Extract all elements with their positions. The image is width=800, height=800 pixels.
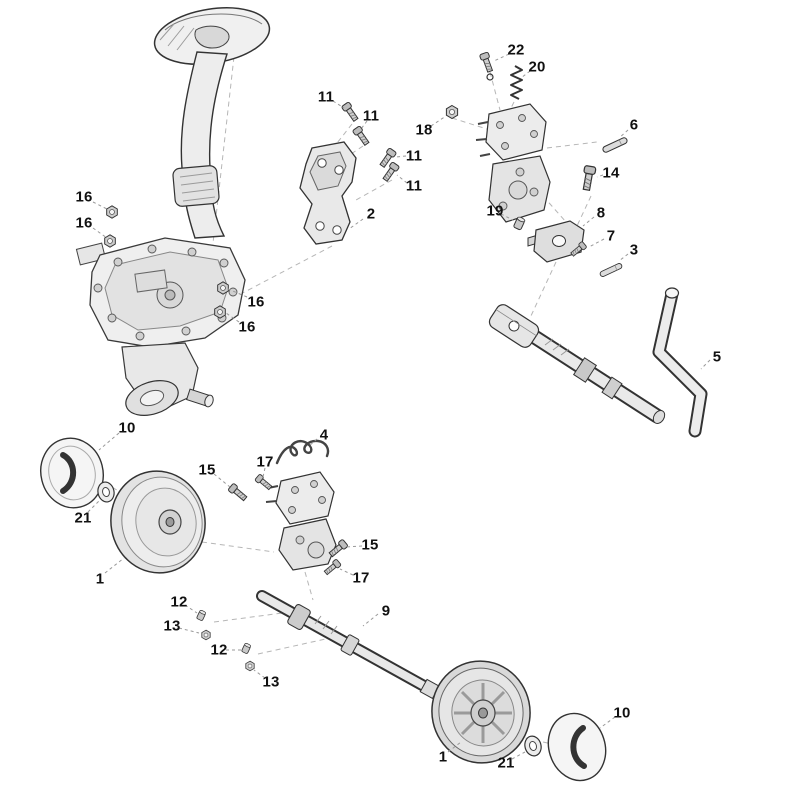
part-callout-16-d: 16 — [238, 318, 256, 336]
handle-grip — [153, 7, 271, 65]
part-callout-5: 5 — [712, 348, 722, 366]
assembly-axis-lines — [96, 29, 598, 745]
pin-3 — [598, 262, 624, 278]
part-callout-1-a: 1 — [95, 570, 105, 588]
part-callout-22: 22 — [507, 41, 525, 59]
part-callout-11-a: 11 — [317, 88, 335, 106]
spring-clip-4 — [275, 439, 330, 465]
part-callout-21-a: 21 — [74, 509, 92, 527]
part-callout-6: 6 — [629, 116, 639, 134]
nut-18 — [445, 105, 459, 119]
part-callout-10-a: 10 — [118, 419, 136, 437]
part-callout-8: 8 — [596, 204, 606, 222]
part-callout-12-b: 12 — [210, 641, 228, 659]
part-callout-9: 9 — [381, 602, 391, 620]
wheel-cap-left — [40, 437, 104, 509]
handle-mount-assembly — [475, 103, 551, 223]
part-callout-19: 19 — [486, 202, 504, 220]
spring-20 — [510, 65, 523, 100]
bolt-14 — [580, 164, 597, 192]
gearbox-housing — [75, 237, 246, 416]
part-callout-13-b: 13 — [262, 673, 280, 691]
part-callout-7: 7 — [606, 227, 616, 245]
part-callout-21-b: 21 — [497, 754, 515, 772]
part-callout-15-b: 15 — [361, 536, 379, 554]
part-callout-16-c: 16 — [247, 293, 265, 311]
part-callout-12-a: 12 — [170, 593, 188, 611]
part-callout-16-b: 16 — [75, 214, 93, 232]
depth-wheel-bracket — [265, 471, 337, 571]
axle-shaft-9 — [256, 590, 440, 700]
bearing-block-8 — [527, 220, 585, 263]
part-callout-16-a: 16 — [75, 188, 93, 206]
part-callout-17-a: 17 — [256, 453, 274, 471]
part-callout-14: 14 — [602, 164, 620, 182]
part-callout-13-a: 13 — [163, 617, 181, 635]
part-callout-17-b: 17 — [352, 569, 370, 587]
part-callout-1-b: 1 — [438, 748, 448, 766]
part-callout-11-c: 11 — [405, 147, 423, 165]
wheel-cap-right — [547, 712, 607, 782]
handle-tube — [172, 51, 228, 239]
part-callout-11-b: 11 — [362, 107, 380, 125]
part-callout-10-b: 10 — [613, 704, 631, 722]
screws-12-13 — [196, 609, 255, 672]
part-callout-18: 18 — [415, 121, 433, 139]
mounting-bracket — [299, 141, 357, 245]
wheel-right — [431, 660, 531, 764]
drive-shaft — [488, 304, 666, 424]
part-callout-15-a: 15 — [198, 461, 216, 479]
part-callout-4: 4 — [319, 426, 329, 444]
crank-handle-5 — [652, 287, 708, 438]
wheel-left — [110, 470, 206, 574]
leader-lines — [87, 53, 711, 760]
part-callout-20: 20 — [528, 58, 546, 76]
screw-22 — [478, 51, 495, 81]
pin-6 — [601, 136, 629, 154]
part-callout-11-d: 11 — [405, 177, 423, 195]
part-callout-2: 2 — [366, 205, 376, 223]
part-callout-3: 3 — [629, 241, 639, 259]
